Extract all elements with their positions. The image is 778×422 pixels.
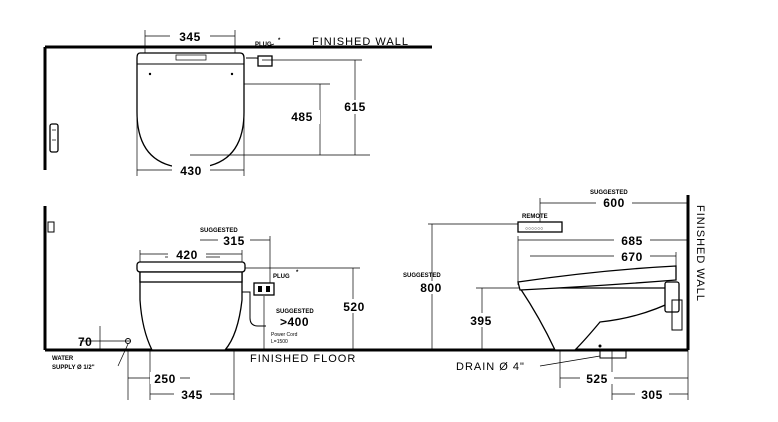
drain-label: DRAIN Ø 4" [456, 361, 525, 373]
dim-70: 70 [78, 335, 92, 349]
side-toilet-body [518, 287, 677, 351]
water-supply-size: SUPPLY Ø 1/2" [52, 365, 95, 371]
dim-395: 395 [470, 314, 492, 328]
top-view: PLUG * 345 FINISHED WALL 485 615 430 [43, 30, 432, 178]
dim-420: 420 [176, 248, 198, 262]
front-plug [253, 282, 275, 296]
front-toilet-body [139, 269, 243, 351]
dim-485: 485 [291, 110, 313, 124]
svg-text:○○○○○○: ○○○○○○ [525, 226, 543, 232]
drain-pipe [599, 349, 627, 359]
front-suggested-2-label: SUGGESTED [276, 309, 314, 315]
side-suggested-left-label: SUGGESTED [403, 273, 441, 279]
front-seat-lid [136, 261, 246, 273]
top-plug-label: PLUG [255, 42, 272, 48]
water-supply-label: WATER [52, 356, 74, 362]
svg-text:*: * [278, 38, 281, 44]
top-seat-outline [136, 52, 245, 169]
dim-430: 430 [180, 164, 202, 178]
front-suggested-label: SUGGESTED [200, 228, 238, 234]
front-seat [139, 271, 243, 283]
front-plug-label: PLUG [273, 274, 290, 280]
dim-685: 685 [621, 234, 643, 248]
dim-800: 800 [420, 281, 442, 295]
dim-615: 615 [344, 100, 366, 114]
side-suggested-top-label: SUGGESTED [590, 190, 628, 196]
side-seat-lid [517, 265, 677, 291]
power-cord-label: Power Cord [271, 332, 298, 338]
dim-315: 315 [223, 234, 245, 248]
top-plug [257, 55, 273, 67]
front-view: FINISHED FLOOR PLUG * SUGGESTED 315 420 … [43, 206, 400, 402]
dim-520: 520 [343, 300, 365, 314]
dim-gt400: >400 [280, 315, 309, 329]
dim-345-top: 345 [179, 30, 201, 44]
water-supply-pipe [125, 338, 131, 344]
front-plug-cord [242, 291, 266, 327]
side-view: FINISHED WALL ○○○○○○ REMOTE SUGGESTED 60… [400, 190, 706, 402]
side-finished-wall-label: FINISHED WALL [694, 205, 706, 302]
power-cord-length: L=1500 [271, 339, 288, 345]
dim-600: 600 [603, 196, 625, 210]
dim-670: 670 [621, 250, 643, 264]
dim-305: 305 [641, 388, 663, 402]
dim-345-bottom: 345 [181, 388, 203, 402]
finished-floor-label: FINISHED FLOOR [250, 353, 356, 365]
remote-label: REMOTE [522, 214, 548, 220]
dim-525: 525 [586, 372, 608, 386]
wall-control-panel [49, 123, 59, 153]
dim-250: 250 [154, 372, 176, 386]
top-finished-wall-label: FINISHED WALL [312, 36, 409, 48]
svg-text:*: * [296, 270, 299, 276]
